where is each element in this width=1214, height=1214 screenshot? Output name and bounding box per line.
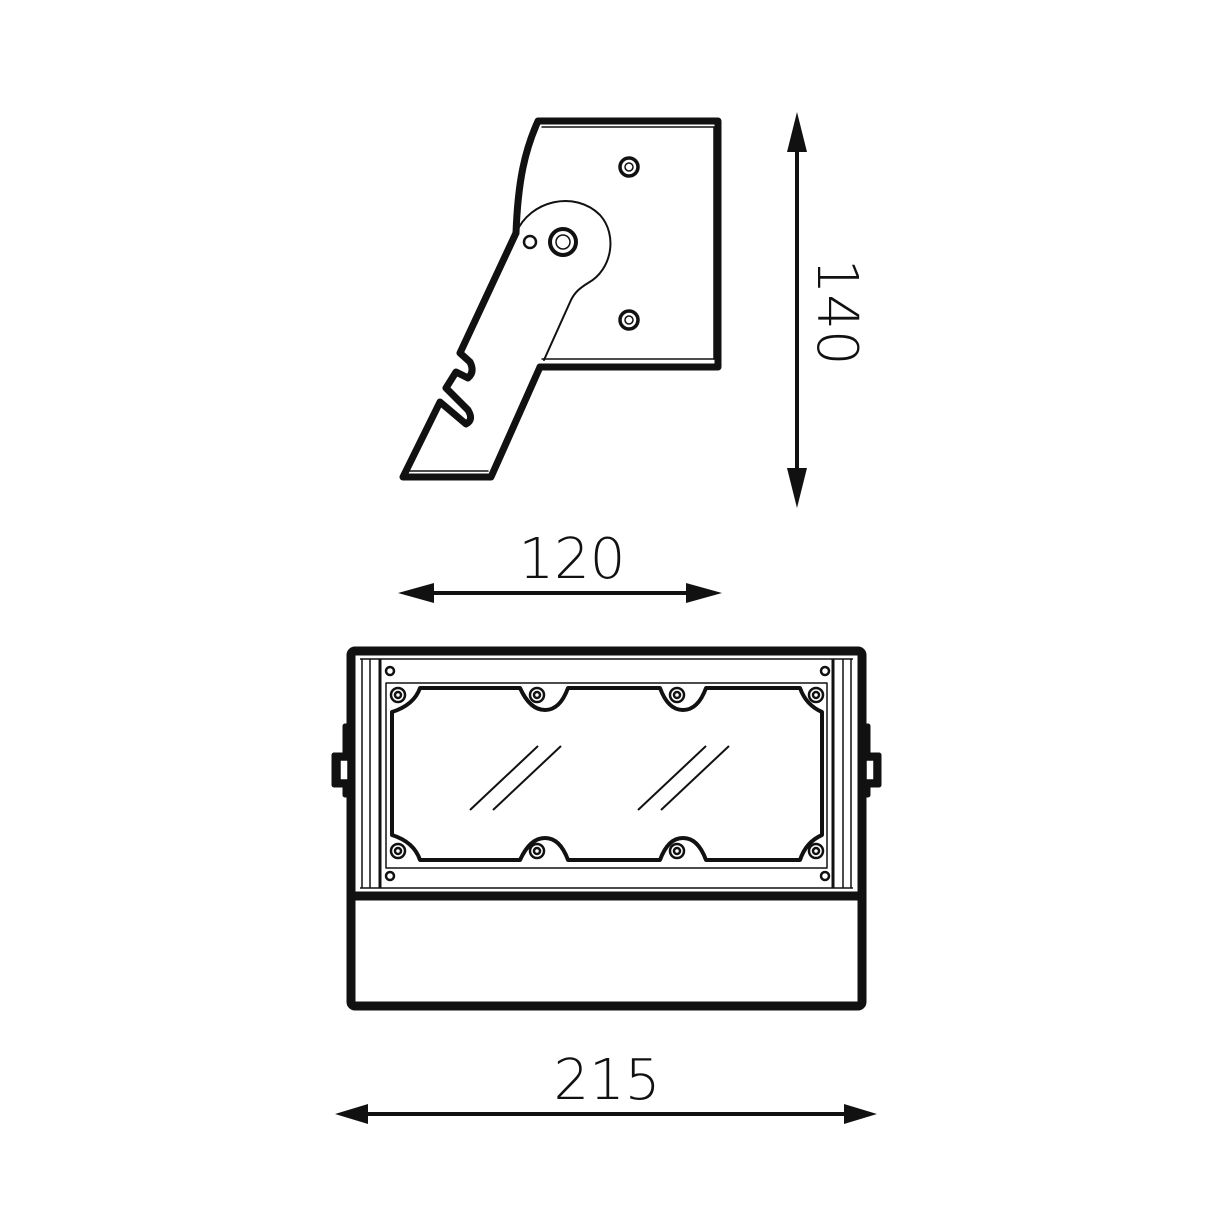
screw-icon (389, 686, 407, 704)
side-view (399, 117, 722, 481)
dimension-height: 140 (787, 112, 869, 508)
front-lens-gasket (390, 686, 824, 862)
dimension-bracket-width: 120 (398, 527, 722, 603)
dimension-overall-width: 215 (335, 1048, 877, 1124)
side-view-pivot-disc (515, 200, 612, 361)
screw-icon (618, 156, 640, 178)
screw-icon (528, 686, 546, 704)
lens-screws (389, 686, 825, 860)
side-view-bracket-arm (399, 229, 544, 481)
pivot-bolt-icon (548, 227, 578, 257)
dimension-bracket-width-label: 120 (519, 527, 626, 592)
screw-icon (668, 842, 686, 860)
screw-icon (807, 842, 825, 860)
front-housing (346, 646, 867, 1011)
dimension-height-label: 140 (804, 259, 869, 366)
screw-icon (807, 686, 825, 704)
screw-icon (618, 309, 640, 331)
pivot-pin-icon (522, 234, 538, 250)
screw-icon (389, 842, 407, 860)
front-view (331, 646, 882, 1011)
screw-icon (528, 842, 546, 860)
side-view-body-outline (512, 117, 722, 371)
glass-reflection-icon (469, 745, 730, 811)
screw-icon (668, 686, 686, 704)
dimension-overall-width-label: 215 (554, 1048, 661, 1113)
